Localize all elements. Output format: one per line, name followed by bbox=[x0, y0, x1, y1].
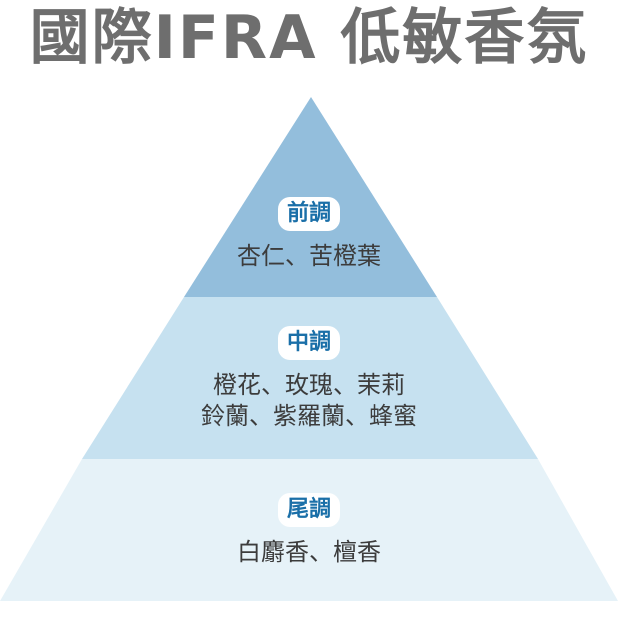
top-note-label: 前調 bbox=[277, 197, 340, 231]
ingredient-line: 杏仁、苦橙葉 bbox=[237, 242, 381, 270]
base-note-ingredients: 白麝香、檀香 bbox=[0, 537, 618, 568]
base-note-section: 尾調 白麝香、檀香 bbox=[0, 493, 618, 568]
middle-note-section: 中調 橙花、玫瑰、茉莉 鈴蘭、紫羅蘭、蜂蜜 bbox=[0, 326, 618, 432]
ingredient-line: 鈴蘭、紫羅蘭、蜂蜜 bbox=[201, 402, 417, 430]
pyramid-tier-base bbox=[0, 459, 618, 601]
base-note-label: 尾調 bbox=[277, 493, 340, 527]
middle-note-label: 中調 bbox=[277, 326, 340, 360]
pyramid-tier-middle bbox=[82, 297, 538, 459]
page-title: 國際IFRA 低敏香氛 bbox=[29, 3, 589, 73]
ingredient-line: 白麝香、檀香 bbox=[237, 538, 381, 566]
top-note-ingredients: 杏仁、苦橙葉 bbox=[0, 241, 618, 272]
ingredient-line: 橙花、玫瑰、茉莉 bbox=[213, 371, 405, 399]
middle-note-ingredients: 橙花、玫瑰、茉莉 鈴蘭、紫羅蘭、蜂蜜 bbox=[0, 370, 618, 432]
top-note-section: 前調 杏仁、苦橙葉 bbox=[0, 197, 618, 272]
